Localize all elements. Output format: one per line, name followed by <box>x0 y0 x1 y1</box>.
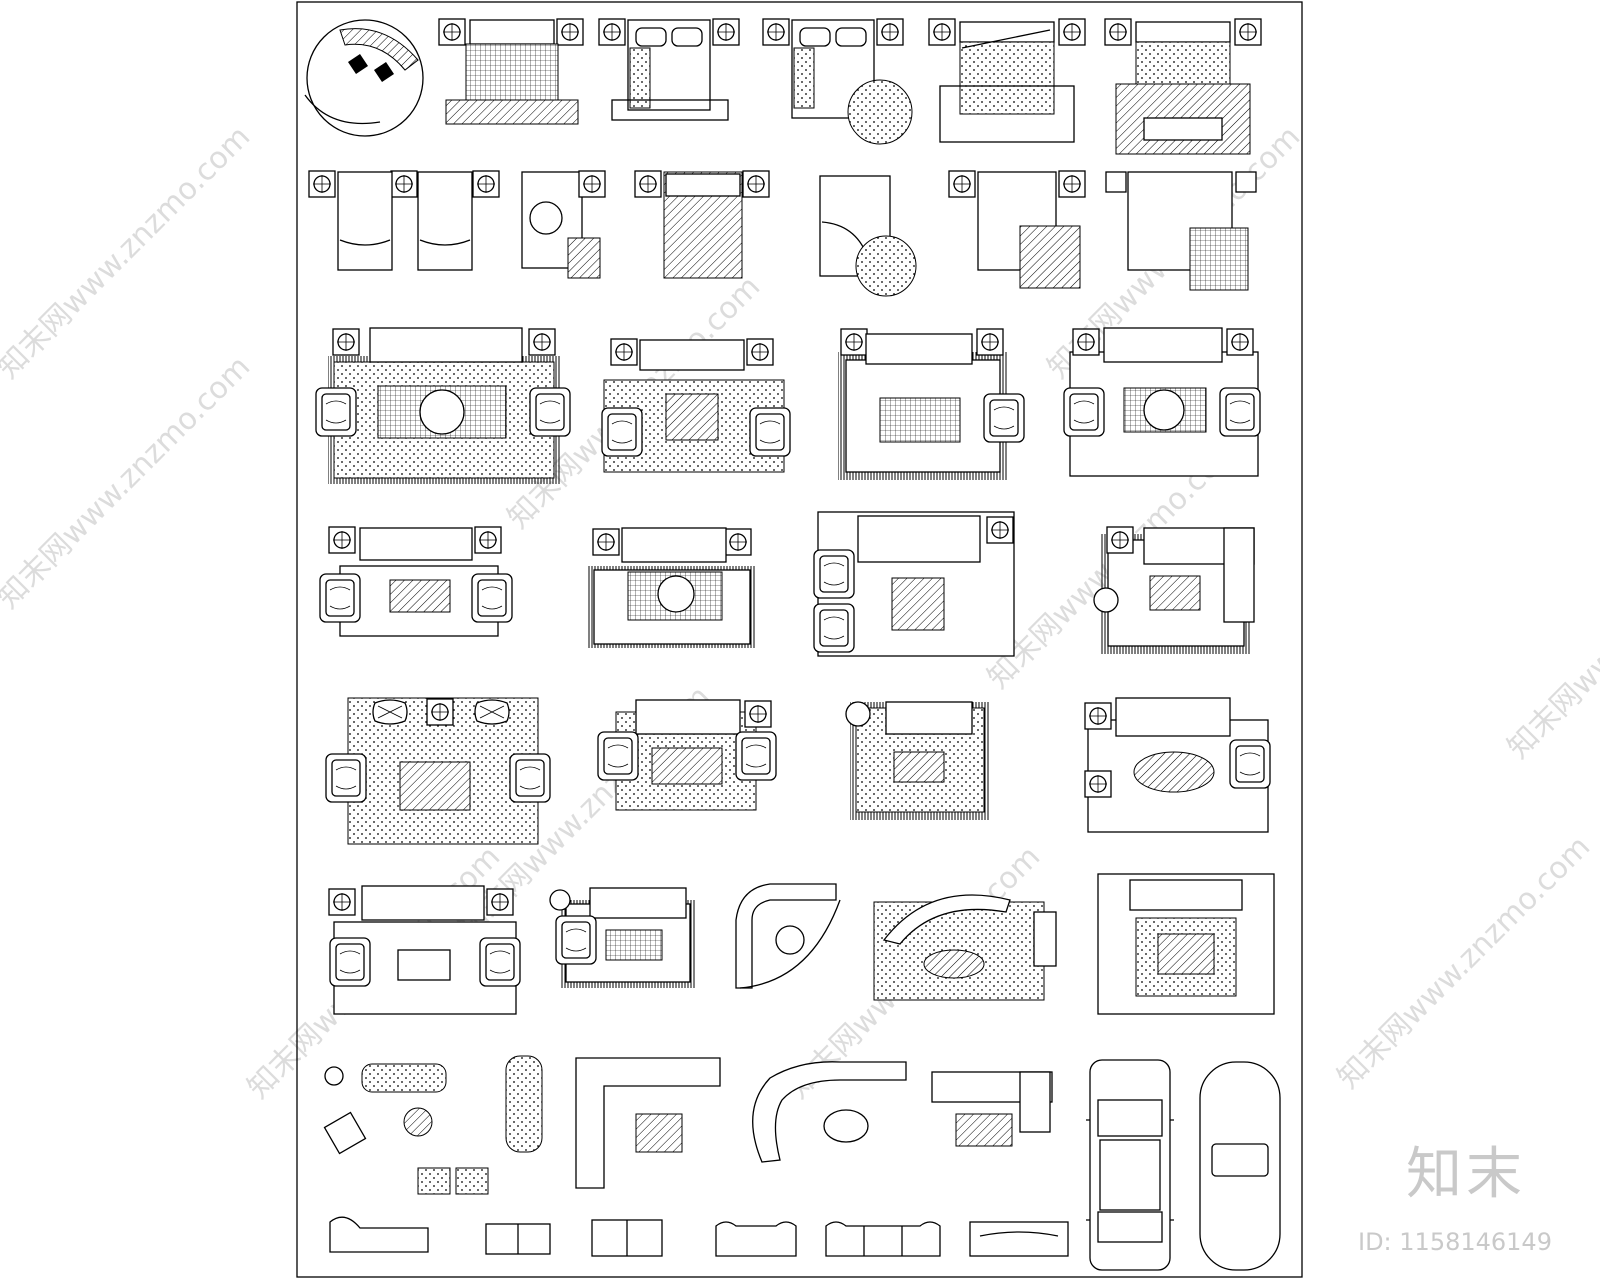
living-set-11 <box>845 701 990 820</box>
curved-sectional-rug <box>873 894 1057 1001</box>
bed-plain-2 <box>762 18 913 145</box>
living-set-1 <box>315 327 571 484</box>
brand-logo-text: 知末 <box>1406 1142 1526 1207</box>
bed-dotted-1 <box>928 18 1086 143</box>
curved-sofa-set <box>735 883 841 989</box>
living-set-2 <box>601 338 791 473</box>
bed-quatrefoil <box>438 18 584 125</box>
living-set-6 <box>588 527 756 648</box>
bed-floral <box>634 170 770 279</box>
living-set-8 <box>1093 526 1255 654</box>
sofa-cushioned <box>969 1221 1069 1257</box>
chaise-set <box>323 1063 489 1195</box>
living-set-15 <box>1097 873 1275 1015</box>
living-set-12 <box>1084 697 1271 833</box>
watermark-text: 知末网www.znzmo.com <box>1331 829 1597 1095</box>
living-set-9 <box>325 697 551 845</box>
bed-rug-square <box>948 170 1086 289</box>
living-set-10 <box>597 699 777 811</box>
living-set-3 <box>838 328 1025 480</box>
loveseat-plain <box>591 1219 663 1257</box>
bed-dotted-2 <box>1104 18 1262 155</box>
twin-beds <box>308 170 500 271</box>
chaise-elevation <box>329 1216 429 1253</box>
bed-rug-grid <box>1105 171 1257 291</box>
modular-sectional <box>931 1071 1053 1147</box>
asset-id-label: ID: 1158146149 <box>1358 1228 1552 1256</box>
bed-single-rug <box>521 170 606 279</box>
living-set-5 <box>319 526 513 637</box>
watermark-text: 知末网www.znzmo.com <box>0 349 257 615</box>
bed-plain-1 <box>598 18 740 121</box>
car-top-view-2 <box>1199 1061 1281 1271</box>
watermark-layer: 知末网www.znzmo.com 知末网www.znzmo.com 知末网www… <box>0 119 1600 1105</box>
sofa-scroll-arm <box>715 1221 797 1257</box>
sheet-border <box>296 1 1303 1278</box>
chaise-lounge <box>505 1055 543 1153</box>
bed-rug-round <box>819 175 917 297</box>
car-top-view-1 <box>1085 1059 1175 1271</box>
watermark-text: 知末网www.znzmo.com <box>0 119 257 385</box>
watermark-text: 知末网www.znzmo.com <box>1501 499 1600 765</box>
sofa-three-seat <box>825 1221 941 1257</box>
round-bed <box>304 19 424 137</box>
loveseat-elevation <box>485 1223 551 1255</box>
living-set-4 <box>1063 327 1261 477</box>
living-set-7 <box>813 511 1015 657</box>
curved-sectional <box>752 1061 907 1163</box>
living-set-14 <box>549 887 696 988</box>
living-set-13 <box>328 885 521 1015</box>
l-sectional <box>575 1057 721 1189</box>
